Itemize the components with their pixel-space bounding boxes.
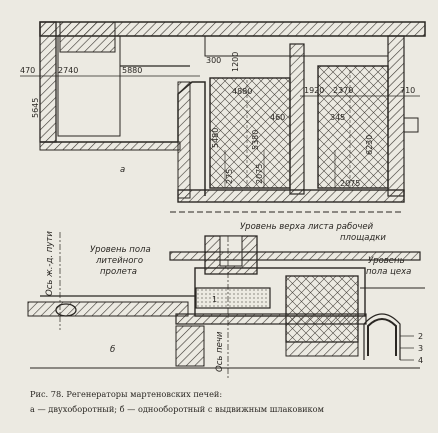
furnace-shaft-inner xyxy=(219,235,243,267)
pour-floor-label-2: литейного xyxy=(95,256,143,266)
slag-pocket xyxy=(195,287,271,309)
slag-pocket-label: 1 xyxy=(212,295,217,304)
pocket-floor xyxy=(175,313,367,325)
shop-floor-label-2: пола цеха xyxy=(366,267,411,277)
dim-5880: 5880 xyxy=(122,66,142,75)
checker-chamber-b xyxy=(285,275,359,343)
upper-platform xyxy=(169,251,421,261)
level-label-working-platform-1: Уровень верха листа рабочей xyxy=(240,222,374,232)
right-arch xyxy=(367,318,397,356)
diagram-b: 1 Ось ж.-д. пути Уровень пола литейного … xyxy=(27,231,425,380)
dim-2075-a: 2075 xyxy=(255,164,264,184)
dim-2370: 2370 xyxy=(333,86,353,95)
dim-710: 710 xyxy=(400,86,415,95)
dim-1920: 1920 xyxy=(304,86,324,95)
track-bed xyxy=(27,301,189,317)
dim-4880: 4880 xyxy=(232,87,252,96)
dim-2075-b: 2075 xyxy=(340,179,360,188)
chamber-1-partition xyxy=(289,43,305,195)
throat-wall xyxy=(177,81,191,199)
dim-460: 460 xyxy=(270,113,285,122)
dim-470: 470 xyxy=(20,66,35,75)
pour-floor-label-1: Уровень пола xyxy=(90,245,151,255)
furnace-axis-label: Ось печи xyxy=(215,331,225,372)
diagram-a: 470 2740 5880 300 1200 4880 1920 2370 71… xyxy=(20,21,426,243)
pier-mid xyxy=(285,341,359,357)
part-number-2: 2 xyxy=(418,332,423,341)
dim-5645: 5645 xyxy=(31,98,40,118)
dim-5380: 5380 xyxy=(251,130,260,150)
checker-chamber-1 xyxy=(209,77,291,189)
level-label-working-platform-2: площадки xyxy=(340,233,386,243)
part-number-4: 4 xyxy=(418,356,423,365)
dim-2740: 2740 xyxy=(58,66,78,75)
flue-floor xyxy=(39,141,181,151)
caption-body: а — двухоборотный; б — однооборотный с в… xyxy=(30,404,325,414)
foundation-a xyxy=(177,189,405,203)
dim-6230: 6230 xyxy=(365,135,374,155)
checker-chamber-2 xyxy=(317,65,389,189)
dim-1200: 1200 xyxy=(231,52,240,72)
pour-floor-label-3: пролета xyxy=(100,267,137,277)
diagram-a-label: а xyxy=(120,165,125,175)
dim-345: 345 xyxy=(330,113,345,122)
left-chamber-top xyxy=(59,21,116,53)
pier-left xyxy=(175,325,205,367)
part-number-3: 3 xyxy=(418,344,423,353)
diagram-b-label: б xyxy=(110,345,115,355)
right-port xyxy=(403,117,419,133)
right-wall xyxy=(387,35,405,197)
track-axis-label: Ось ж.-д. пути xyxy=(45,231,55,296)
dim-275: 275 xyxy=(225,169,234,184)
dim-5480: 5480 xyxy=(211,128,220,148)
upper-passage xyxy=(204,35,389,57)
shop-floor-label-1: Уровень xyxy=(368,256,405,266)
dim-300: 300 xyxy=(206,56,221,65)
rail-wheel xyxy=(55,303,77,317)
right-arch-outer xyxy=(363,313,401,360)
left-chamber-wall xyxy=(39,21,57,143)
caption-title: Рис. 78. Регенераторы мартеновских печей… xyxy=(30,389,222,399)
